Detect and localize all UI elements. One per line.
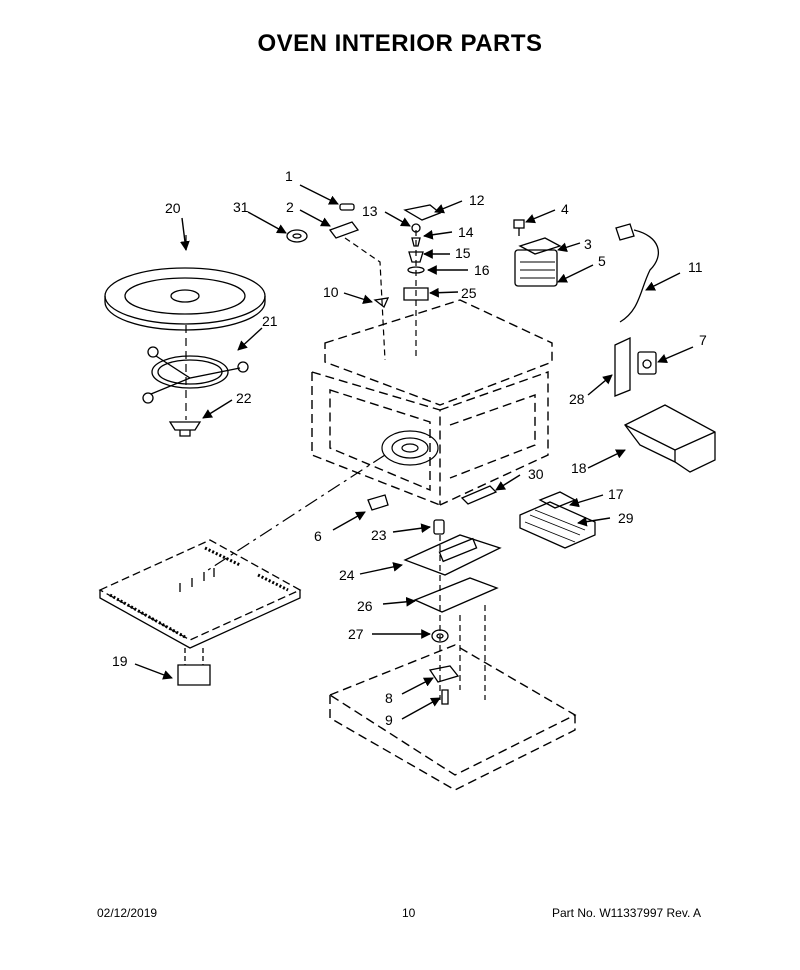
callout-26: 26	[357, 598, 373, 614]
cavity-turntable-hub	[381, 430, 439, 466]
callout-19: 19	[112, 653, 128, 669]
callout-6: 6	[314, 528, 322, 544]
base-alignment-line	[459, 605, 486, 700]
callout-30: 30	[528, 466, 544, 482]
callout-23: 23	[371, 527, 387, 543]
leader-lines	[134, 184, 694, 720]
callout-28: 28	[569, 391, 585, 407]
latch-alignment-line	[344, 237, 386, 361]
transformer-3	[514, 237, 562, 287]
power-cord-11	[615, 223, 659, 323]
callout-24: 24	[339, 567, 355, 583]
coupler-22	[168, 421, 202, 437]
callout-3: 3	[584, 236, 592, 252]
oven-cavity-outline	[311, 299, 553, 506]
callout-29: 29	[618, 510, 634, 526]
switch-bracket-7-28	[614, 336, 657, 397]
latch-parts-1-2	[328, 203, 360, 239]
callout-25: 25	[461, 285, 477, 301]
callout-13: 13	[362, 203, 378, 219]
gasket-30	[460, 485, 498, 505]
hinge-parts-12-16	[403, 204, 442, 301]
callout-12: 12	[469, 192, 485, 208]
clip-10	[373, 297, 390, 309]
footer-part-number: Part No. W11337997 Rev. A	[552, 906, 701, 920]
callout-18: 18	[571, 460, 587, 476]
page-title: OVEN INTERIOR PARTS	[257, 30, 543, 57]
cavity-to-rack-line	[204, 454, 386, 573]
callout-10: 10	[323, 284, 339, 300]
callout-16: 16	[474, 262, 490, 278]
screw-4	[513, 219, 525, 236]
callout-17: 17	[608, 486, 624, 502]
footer-page-number: 10	[402, 906, 416, 920]
callout-2: 2	[286, 199, 294, 215]
callout-22: 22	[236, 390, 252, 406]
callout-1: 1	[285, 168, 293, 184]
cover-18	[624, 404, 716, 473]
callout-21: 21	[262, 313, 278, 329]
glass-tray-20	[104, 267, 266, 331]
callout-9: 9	[385, 712, 393, 728]
callout-5: 5	[598, 253, 606, 269]
callout-4: 4	[561, 201, 569, 217]
callout-7: 7	[699, 332, 707, 348]
callout-20: 20	[165, 200, 181, 216]
bracket-6	[367, 494, 389, 511]
callout-14: 14	[458, 224, 474, 240]
footer-date: 02/12/2019	[97, 906, 158, 920]
callout-31: 31	[233, 199, 249, 215]
stirrer-assembly	[403, 519, 502, 705]
callout-11: 11	[688, 259, 703, 275]
bottom-cover-19	[98, 539, 302, 686]
callout-27: 27	[348, 626, 364, 642]
spacer-31	[286, 229, 308, 243]
callout-8: 8	[385, 690, 393, 706]
base-plate-outline	[328, 644, 577, 791]
roller-ring-21	[142, 346, 249, 404]
callout-15: 15	[455, 245, 471, 261]
